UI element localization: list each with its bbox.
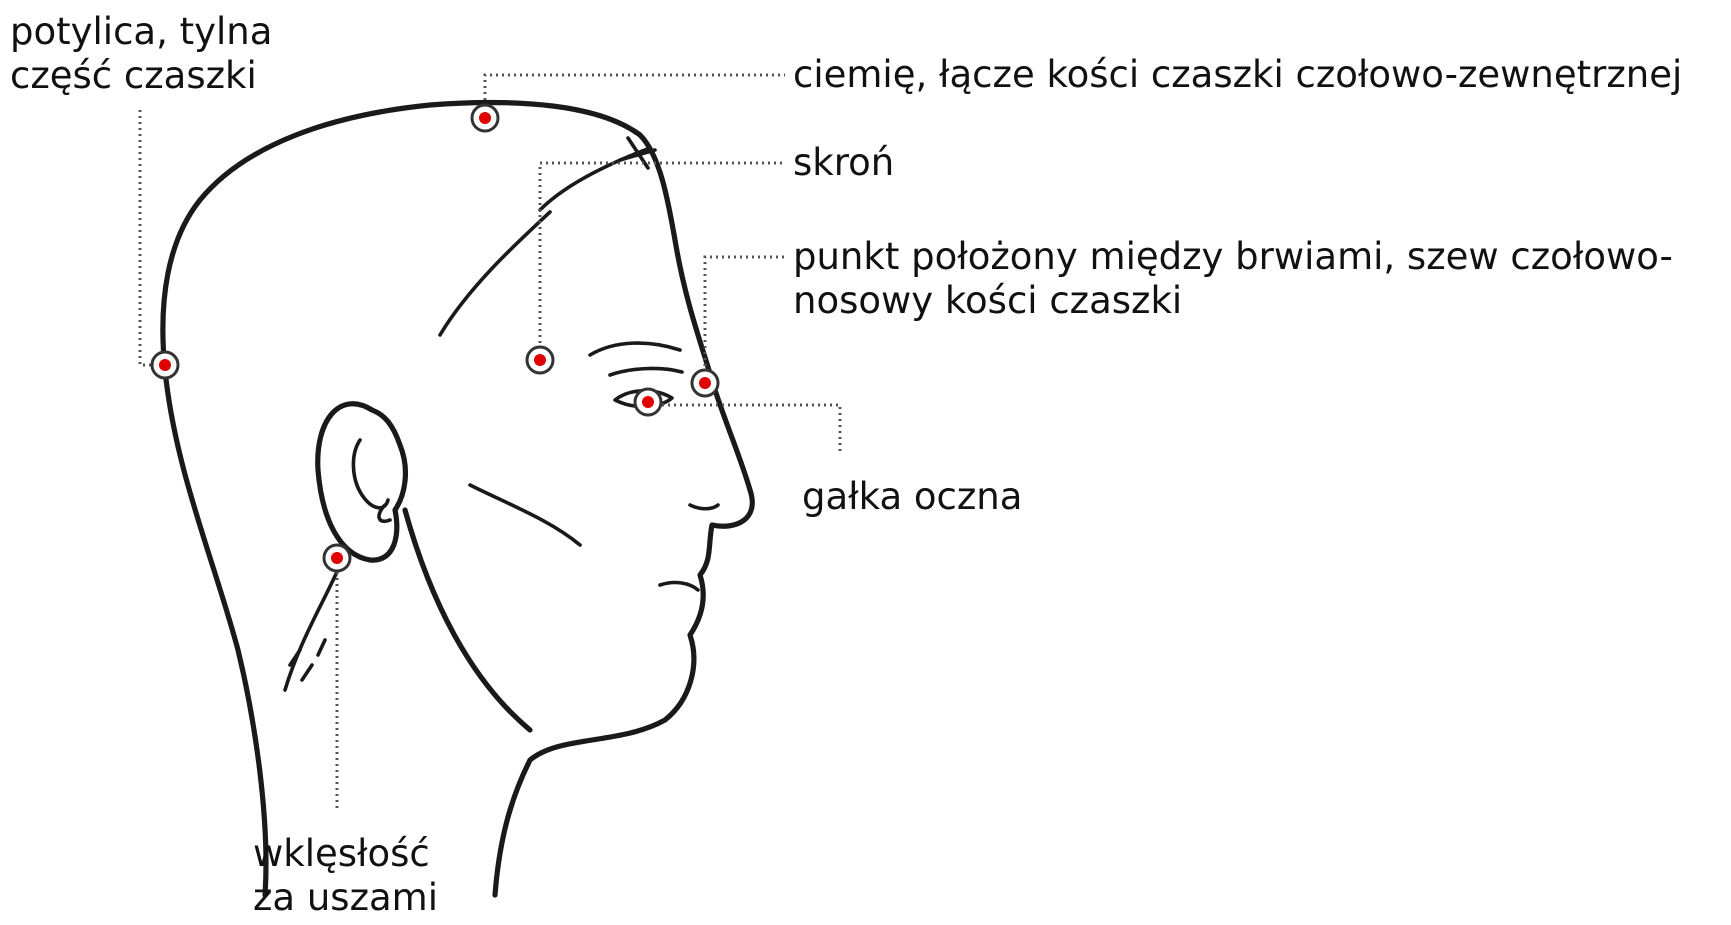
neck-back — [285, 565, 340, 690]
ear-inner — [353, 440, 388, 508]
label-eyeball-line-1: gałka oczna — [802, 475, 1022, 519]
point-vertex — [472, 105, 498, 131]
point-temple — [527, 347, 553, 373]
label-occiput: potylica, tylna część czaszki — [10, 10, 272, 98]
label-occiput-line-2: część czaszki — [10, 54, 272, 98]
hairline-side — [440, 212, 550, 335]
leader-vertex — [485, 75, 785, 112]
jaw-line — [405, 510, 530, 730]
nostril — [690, 505, 718, 509]
label-behind-ear: wklęsłość za uszami — [253, 832, 438, 920]
label-temple: skroń — [793, 141, 894, 185]
point-behind-ear — [324, 545, 350, 571]
eyebrow-lower — [610, 368, 682, 375]
label-glabella: punkt położony między brwiami, szew czoł… — [793, 235, 1673, 323]
label-glabella-line-1: punkt położony między brwiami, szew czoł… — [793, 235, 1673, 279]
leader-temple — [540, 163, 785, 355]
point-glabella — [692, 370, 718, 396]
neck-strokes — [290, 640, 325, 680]
label-behind-ear-line-1: wklęsłość — [253, 832, 438, 876]
leader-glabella — [705, 257, 785, 378]
label-temple-line-1: skroń — [793, 141, 894, 185]
mouth — [660, 583, 698, 590]
point-eyeball — [635, 389, 661, 415]
label-vertex: ciemię, łącze kości czaszki czołowo-zewn… — [793, 53, 1682, 97]
ear-outline — [318, 404, 406, 560]
eyebrow — [590, 343, 680, 355]
label-vertex-line-1: ciemię, łącze kości czaszki czołowo-zewn… — [793, 53, 1682, 97]
leader-eyeball — [650, 405, 840, 455]
head-outline — [163, 103, 752, 895]
point-occiput — [152, 352, 178, 378]
label-occiput-line-1: potylica, tylna — [10, 10, 272, 54]
label-glabella-line-2: nosowy kości czaszki — [793, 279, 1673, 323]
label-eyeball: gałka oczna — [802, 475, 1022, 519]
ear-lobe-detail — [379, 505, 390, 521]
cheek-line — [470, 485, 580, 545]
label-behind-ear-line-2: za uszami — [253, 876, 438, 920]
